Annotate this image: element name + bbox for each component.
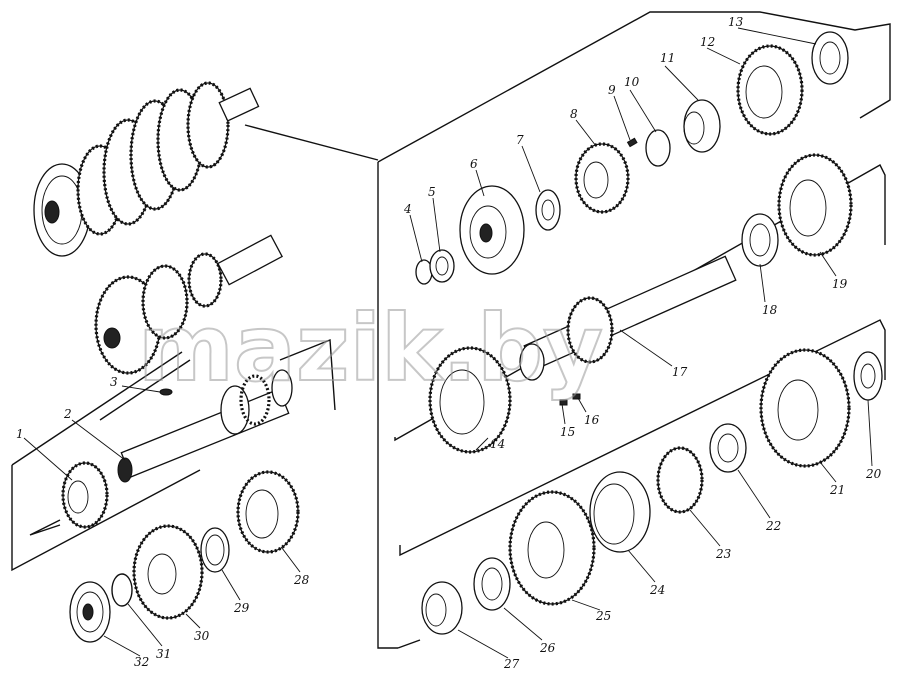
callout-26: 26 bbox=[539, 641, 556, 655]
callout-32: 32 bbox=[134, 655, 149, 669]
part-5-bearing bbox=[429, 249, 455, 283]
callout-22: 22 bbox=[765, 519, 781, 533]
part-8-gear bbox=[574, 142, 630, 214]
part-26-needle-bearing bbox=[473, 557, 511, 611]
assembly-frame-lines bbox=[11, 11, 891, 649]
callout-6: 6 bbox=[470, 157, 478, 171]
callout-19: 19 bbox=[832, 277, 848, 291]
part-14-synchronizer bbox=[428, 346, 512, 454]
part-17-output-shaft bbox=[519, 255, 737, 381]
part-13-needle-bearing bbox=[811, 31, 849, 85]
callout-25: 25 bbox=[595, 609, 611, 623]
part-15-16-pins bbox=[559, 393, 581, 406]
callout-17: 17 bbox=[672, 365, 688, 379]
main-shaft bbox=[117, 369, 293, 483]
leader-lines bbox=[23, 27, 873, 659]
callout-2: 2 bbox=[63, 407, 72, 421]
callout-21: 21 bbox=[829, 483, 845, 497]
callout-1: 1 bbox=[16, 427, 24, 441]
callout-15: 15 bbox=[560, 425, 575, 439]
part-20-washer bbox=[853, 351, 883, 401]
callout-30: 30 bbox=[194, 629, 210, 643]
part-22-needle-bearing bbox=[709, 423, 747, 473]
part-7-washer bbox=[535, 189, 561, 231]
callout-29: 29 bbox=[233, 601, 250, 615]
callout-18: 18 bbox=[762, 303, 778, 317]
callout-7: 7 bbox=[516, 133, 524, 147]
callout-12: 12 bbox=[700, 35, 715, 49]
part-11-bushing bbox=[683, 99, 721, 153]
callout-27: 27 bbox=[503, 657, 520, 671]
countershaft-assembly bbox=[94, 234, 284, 375]
callout-10: 10 bbox=[624, 75, 640, 89]
part-23-gear bbox=[656, 446, 704, 514]
callout-3: 3 bbox=[110, 375, 118, 389]
callout-31: 31 bbox=[156, 647, 171, 661]
part-9-pin bbox=[626, 137, 638, 148]
part-29-ring bbox=[200, 527, 230, 573]
part-27-bushing bbox=[421, 581, 463, 635]
part-19-gear bbox=[777, 153, 853, 257]
part-1-gear bbox=[61, 461, 109, 529]
callout-20: 20 bbox=[865, 467, 882, 481]
part-24-ring-gear bbox=[589, 471, 651, 553]
part-10-ring bbox=[645, 129, 671, 167]
callout-9: 9 bbox=[608, 83, 616, 97]
watermark-text: mazik.by bbox=[138, 295, 603, 402]
part-18-needle-bearing bbox=[741, 213, 779, 267]
part-30-gear bbox=[132, 524, 204, 620]
callout-24: 24 bbox=[649, 583, 665, 597]
callout-16: 16 bbox=[584, 413, 600, 427]
callout-14: 14 bbox=[490, 437, 505, 451]
callout-28: 28 bbox=[293, 573, 310, 587]
callout-5: 5 bbox=[428, 185, 436, 199]
assembled-gearbox bbox=[33, 81, 260, 257]
part-6-hub bbox=[459, 185, 525, 275]
part-21-gear bbox=[759, 348, 851, 468]
callout-8: 8 bbox=[570, 107, 578, 121]
part-25-gear bbox=[508, 490, 596, 606]
callout-13: 13 bbox=[728, 15, 744, 29]
callout-23: 23 bbox=[715, 547, 732, 561]
callout-11: 11 bbox=[660, 51, 675, 65]
callout-4: 4 bbox=[403, 202, 412, 216]
part-32-bearing bbox=[69, 581, 111, 643]
callout-labels: 1 2 3 4 5 6 7 8 9 10 11 12 13 14 15 16 1… bbox=[16, 15, 882, 671]
part-12-gear bbox=[736, 44, 804, 136]
part-28-gear bbox=[236, 470, 300, 554]
part-31-snap-ring bbox=[111, 573, 133, 607]
